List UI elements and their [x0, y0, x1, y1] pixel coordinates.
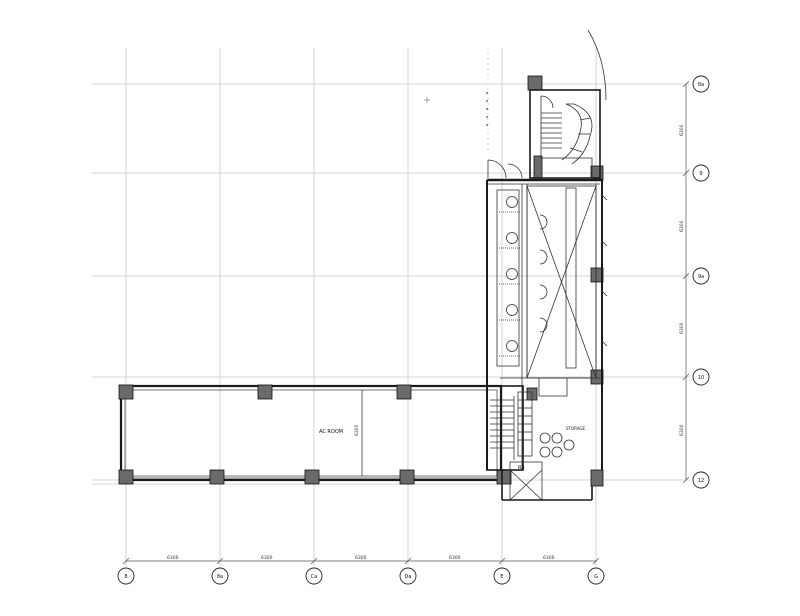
- grid-bubble-row: 8a: [692, 75, 710, 93]
- grid-bubble-col: 8a: [211, 567, 229, 585]
- column: [118, 469, 134, 485]
- grid-label: 8: [124, 574, 127, 580]
- dim-right-3: 6300: [679, 322, 685, 334]
- grid-bubble-row: 10: [692, 368, 710, 386]
- room-tag: R5: [518, 465, 525, 471]
- column: [209, 469, 225, 485]
- dim-right-4: 6300: [679, 424, 685, 436]
- basin: [506, 232, 518, 244]
- basin: [506, 340, 518, 352]
- grid-label: E: [500, 574, 503, 580]
- column: [533, 155, 543, 179]
- grid-bubble-col: G: [587, 567, 605, 585]
- north-stair: [529, 89, 601, 179]
- column: [399, 469, 415, 485]
- column: [118, 384, 134, 400]
- dim-bottom-1: 6300: [167, 555, 179, 561]
- column: [496, 469, 512, 485]
- grid-bubble-col: 8: [117, 567, 135, 585]
- site-arc: [587, 29, 607, 101]
- grid-label: G: [594, 574, 598, 580]
- basin: [506, 196, 518, 208]
- column: [527, 75, 543, 91]
- column: [396, 384, 412, 400]
- dim-bottom-4: 6300: [449, 555, 461, 561]
- grid-label: 8a: [217, 574, 223, 580]
- column: [304, 469, 320, 485]
- right-dimension-line: [682, 80, 690, 484]
- ac-room-dim: 6300: [354, 424, 360, 436]
- grid-bubble-row: 9: [692, 164, 710, 182]
- service-core: [486, 377, 593, 501]
- doors: [487, 95, 554, 179]
- storage-label: STORAGE: [566, 426, 586, 431]
- grid-bubble-col: E: [493, 567, 511, 585]
- grid-bubble-col: Ca: [305, 567, 323, 585]
- restroom-fixtures: [499, 193, 608, 357]
- column: [257, 384, 273, 400]
- dim-bottom-3: 6300: [355, 555, 367, 561]
- grid-label: 10: [698, 375, 704, 381]
- grid-bubble-row: 12: [692, 471, 710, 489]
- grid-label: Ca: [311, 574, 318, 580]
- ac-room-walls: [119, 384, 503, 482]
- survey-mark: [424, 97, 430, 103]
- column: [590, 469, 604, 487]
- dim-right-1: 6300: [679, 124, 685, 136]
- ac-room-label: AC ROOM: [319, 429, 343, 435]
- grid-label: 8a: [698, 82, 704, 88]
- basin: [506, 268, 518, 280]
- grid-label: 12: [698, 478, 704, 484]
- grid-label: 9a: [698, 274, 704, 280]
- dim-bottom-2: 6300: [261, 555, 273, 561]
- dim-right-2: 6300: [679, 220, 685, 232]
- basin: [506, 304, 518, 316]
- grid-label: 9: [699, 171, 702, 177]
- grid-bubble-row: 9a: [692, 267, 710, 285]
- grid-label: Da: [405, 574, 412, 580]
- dim-bottom-5: 6300: [543, 555, 555, 561]
- grid-bubble-col: Da: [399, 567, 417, 585]
- bottom-dimension-line: [122, 557, 600, 565]
